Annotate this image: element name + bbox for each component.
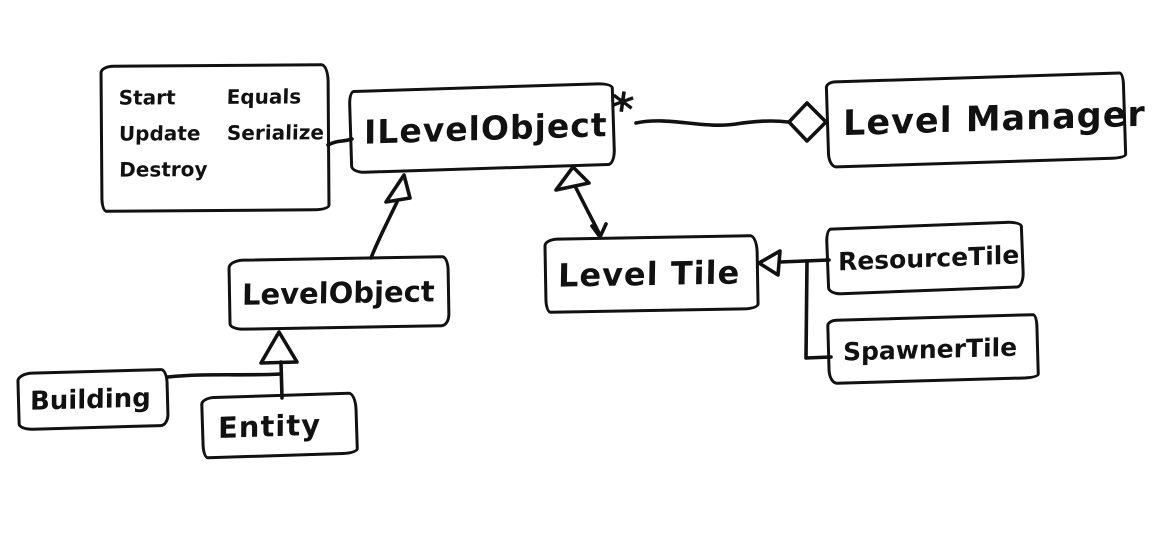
- tile-branch-horizontal-line: [778, 258, 831, 264]
- class-label-levelobject: LevelObject: [241, 274, 436, 312]
- tile-generalization-arrow-icon: [757, 249, 782, 277]
- method-equals: Equals: [226, 84, 302, 109]
- class-label-resourcetile: ResourceTile: [838, 239, 1020, 276]
- leveltile-generalization-line: [574, 186, 602, 237]
- class-box-levelmanager: Level Manager: [824, 71, 1146, 169]
- levelobject-generalization-line: [369, 200, 399, 260]
- class-box-levelobject: LevelObject: [227, 255, 451, 331]
- entity-generalization-line: [279, 360, 284, 400]
- class-label-ilevelobject: ILevelObject: [363, 104, 608, 152]
- method-destroy: Destroy: [118, 157, 208, 182]
- method-serialize: Serialize: [226, 120, 325, 145]
- class-label-levelmanager: Level Manager: [842, 94, 1146, 145]
- class-box-building: Building: [16, 367, 170, 432]
- class-box-resourcetile: ResourceTile: [824, 220, 1026, 296]
- interface-methods-note: Start Update Destroy Equals Serialize: [99, 63, 331, 213]
- class-box-leveltile: Level Tile: [543, 234, 760, 314]
- leveltile-generalization-arrow-icon: [554, 165, 591, 192]
- class-label-building: Building: [29, 382, 151, 417]
- method-update: Update: [118, 121, 201, 146]
- levelobject-generalization-arrow-icon: [384, 173, 412, 204]
- aggregation-diamond-icon: [787, 101, 828, 143]
- leveltile-generalization-arrowend: [590, 222, 608, 239]
- method-start: Start: [118, 85, 176, 110]
- class-label-entity: Entity: [217, 407, 322, 445]
- aggregation-line: [634, 119, 790, 127]
- class-box-ilevelobject: ILevelObject: [347, 81, 617, 175]
- class-label-spawnertile: SpawnerTile: [842, 332, 1018, 367]
- aggregation-multiplicity: *: [606, 82, 637, 137]
- methods-column-1: Start Update Destroy: [118, 79, 208, 188]
- building-connector-line: [166, 372, 283, 379]
- class-label-leveltile: Level Tile: [557, 253, 741, 295]
- methods-column-2: Equals Serialize: [227, 78, 325, 151]
- entity-generalization-arrow-icon: [259, 330, 299, 365]
- class-box-spawnertile: SpawnerTile: [826, 313, 1040, 385]
- class-box-entity: Entity: [200, 391, 359, 460]
